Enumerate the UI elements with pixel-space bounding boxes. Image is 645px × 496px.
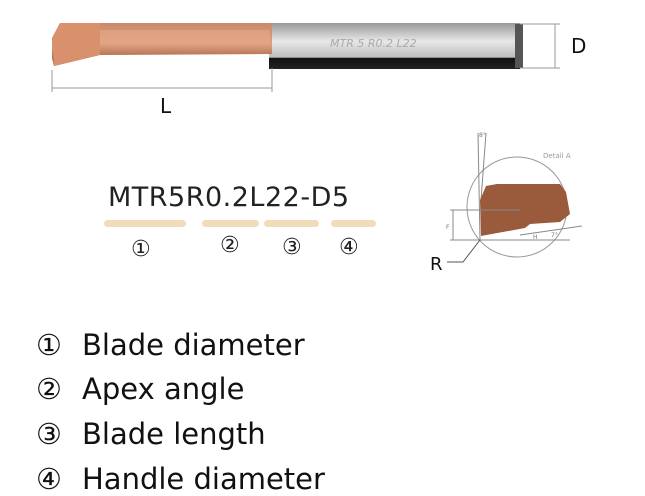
tool-drawing: MTR 5 R0.2 L22 D L Detail A 8° 7° F H R: [51, 23, 586, 275]
dimension-l-label: L: [160, 94, 172, 118]
legend-item: ④ Handle diameter: [36, 462, 325, 496]
legend-marker: ②: [36, 372, 62, 406]
label-f: F: [446, 224, 450, 231]
angle-top: 8°: [479, 132, 486, 139]
legend-label: Apex angle: [82, 372, 245, 406]
code-marker-2: ②: [220, 233, 240, 258]
legend-item: ② Apex angle: [36, 372, 244, 406]
engraving-text: MTR 5 R0.2 L22: [330, 37, 417, 50]
legend-label: Blade diameter: [82, 328, 305, 362]
code-marker-4: ④: [339, 235, 359, 260]
detail-a-diagram: Detail A 8° 7° F H R: [430, 132, 583, 275]
legend-label: Blade length: [82, 417, 266, 451]
legend-item: ③ Blade length: [36, 417, 266, 451]
legend-item: ① Blade diameter: [36, 328, 305, 362]
legend-label: Handle diameter: [82, 462, 325, 496]
legend-marker: ①: [36, 328, 62, 362]
dimension-lines: [51, 23, 560, 92]
dimension-d-label: D: [571, 34, 586, 58]
tool-image: MTR 5 R0.2 L22: [52, 23, 523, 69]
legend-marker: ③: [36, 417, 62, 451]
legend-marker: ④: [36, 462, 62, 496]
detail-title: Detail A: [543, 152, 571, 160]
code-marker-1: ①: [131, 237, 151, 262]
label-h: H: [533, 234, 538, 241]
label-r: R: [430, 254, 443, 275]
angle-bottom: 7°: [551, 232, 558, 239]
model-code: MTR5R0.2L22-D5: [108, 182, 350, 213]
code-underlines: [104, 220, 376, 227]
code-marker-3: ③: [282, 235, 302, 260]
